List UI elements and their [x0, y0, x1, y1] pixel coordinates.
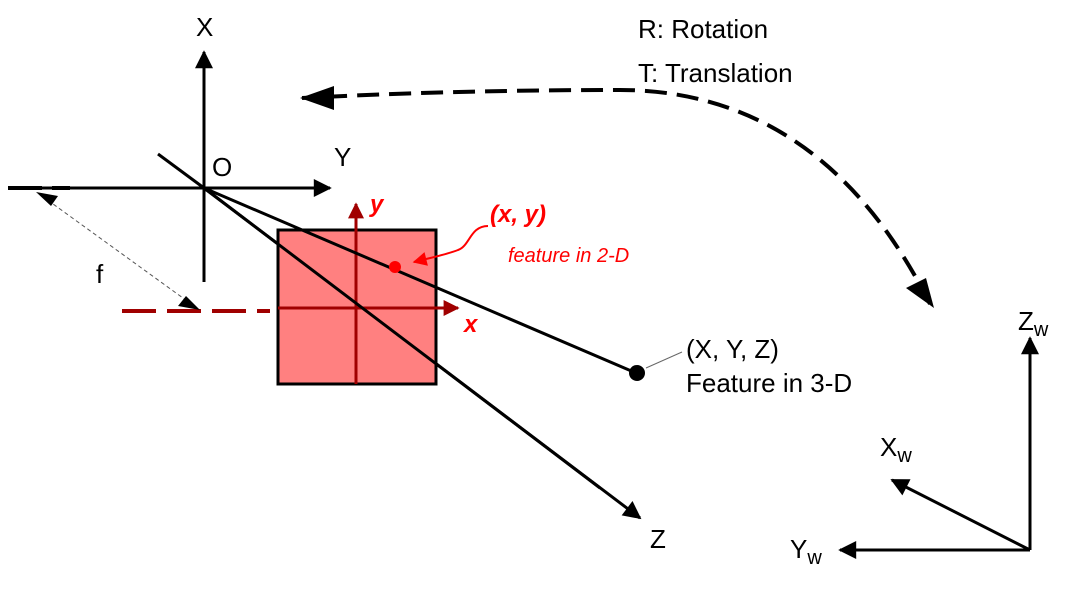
feature-3d-point: [629, 365, 645, 381]
world-z-label: Zw: [1018, 306, 1049, 341]
feature-2d-group: (x, y) feature in 2-D: [389, 201, 629, 273]
focal-dimension-line: [41, 195, 195, 307]
feature-3d-caption: Feature in 3-D: [686, 368, 852, 398]
feature-2d-pointer: [412, 225, 489, 266]
image-plane: x y: [276, 191, 479, 386]
feature-3d-group: (X, Y, Z) Feature in 3-D: [629, 334, 852, 398]
focal-arrowhead-bottom: [178, 296, 200, 310]
world-frame: Zw Xw Yw: [790, 306, 1049, 569]
origin-label: O: [212, 152, 232, 182]
feature-3d-coords: (X, Y, Z): [686, 334, 779, 364]
image-y-label: y: [369, 191, 385, 218]
rotation-label: R: Rotation: [638, 14, 768, 44]
translation-label: T: Translation: [638, 58, 793, 88]
transform-group: R: Rotation T: Translation: [300, 14, 934, 308]
transform-arrowhead-right: [906, 278, 934, 308]
feature-2d-coords: (x, y): [490, 201, 546, 228]
feature-3d-leader: [645, 351, 683, 369]
focal-length-label: f: [96, 259, 104, 289]
camera-x-label: X: [196, 12, 213, 42]
camera-z-label: Z: [650, 524, 666, 554]
feature-2d-point: [389, 261, 401, 273]
camera-y-label: Y: [334, 142, 351, 172]
focal-arrowhead-top: [36, 192, 58, 206]
world-x-axis: [890, 478, 1031, 552]
focal-length-indicator: f: [8, 186, 270, 313]
world-y-label: Yw: [790, 534, 822, 569]
projection-ray: [203, 186, 637, 375]
image-x-label: x: [462, 311, 479, 338]
feature-2d-caption: feature in 2-D: [508, 245, 629, 267]
projection-rays: [203, 186, 637, 490]
world-x-label: Xw: [880, 432, 912, 467]
optical-axis-short: [157, 152, 205, 190]
camera-z-axis-overlay: [203, 186, 601, 490]
transform-curve-arrow: [301, 87, 932, 305]
transform-arrowhead-left: [300, 86, 334, 110]
